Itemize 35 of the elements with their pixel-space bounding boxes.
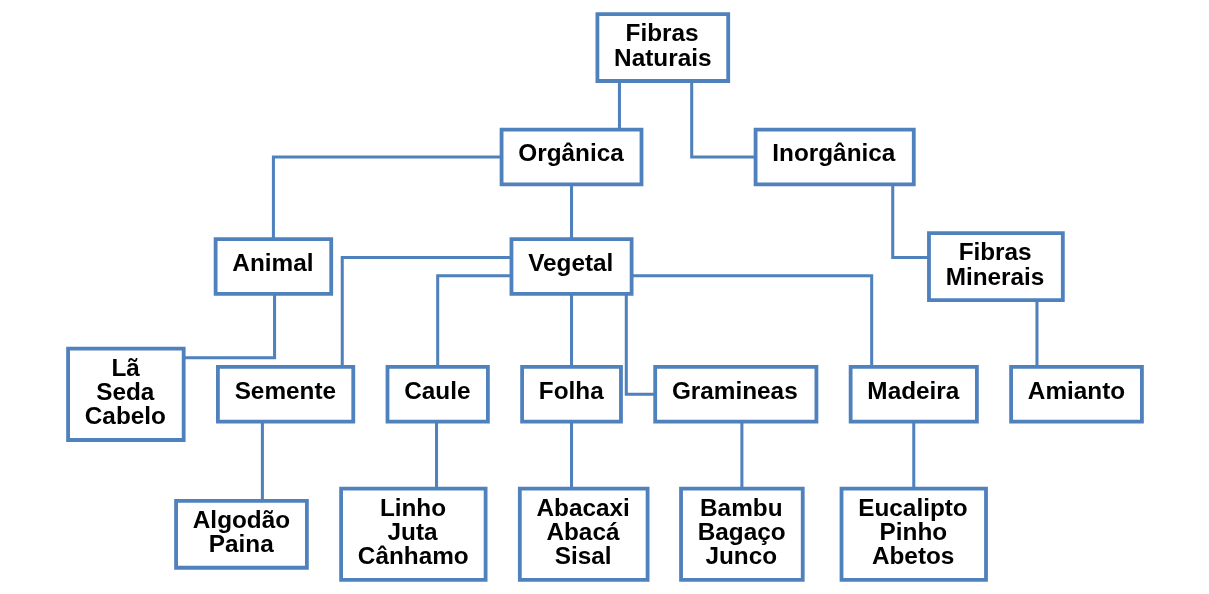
node-box: Fibras Minerais	[926, 231, 1065, 302]
node-box: Gramineas	[652, 365, 818, 424]
connector	[340, 255, 511, 367]
node-box: Inorgânica	[753, 127, 916, 187]
connector	[689, 81, 755, 159]
connector	[631, 274, 873, 367]
connector	[1034, 300, 1038, 367]
connector	[624, 294, 655, 396]
node-box: Folha	[519, 365, 623, 424]
connector	[260, 422, 264, 501]
node-box: Semente	[215, 365, 355, 424]
node-box: Amianto	[1008, 365, 1144, 424]
node-box: Abacaxi Abacá Sisal	[517, 486, 649, 582]
node-box: Linho Juta Cânhamo	[338, 486, 487, 582]
connector	[890, 184, 929, 259]
connector	[739, 422, 743, 489]
node-box: Orgânica	[499, 127, 643, 187]
node-box: Madeira	[848, 365, 979, 424]
connector	[617, 81, 621, 130]
connector	[569, 294, 573, 367]
node-box: Lã Seda Cabelo	[65, 346, 186, 442]
node-box: Bambu Bagaço Junco	[678, 486, 805, 582]
node-box: Caule	[385, 365, 490, 424]
connector	[569, 422, 573, 489]
connector	[271, 155, 501, 239]
connector	[569, 184, 573, 239]
connector	[911, 422, 915, 489]
node-box: Animal	[213, 237, 333, 296]
node-box: Eucalipto Pinho Abetos	[839, 486, 988, 582]
node-box: Vegetal	[509, 237, 633, 296]
connector	[435, 274, 511, 367]
node-box: Fibras Naturais	[595, 12, 730, 83]
connector	[434, 422, 438, 489]
node-box: Algodão Paina	[173, 498, 309, 570]
connector	[183, 293, 276, 360]
